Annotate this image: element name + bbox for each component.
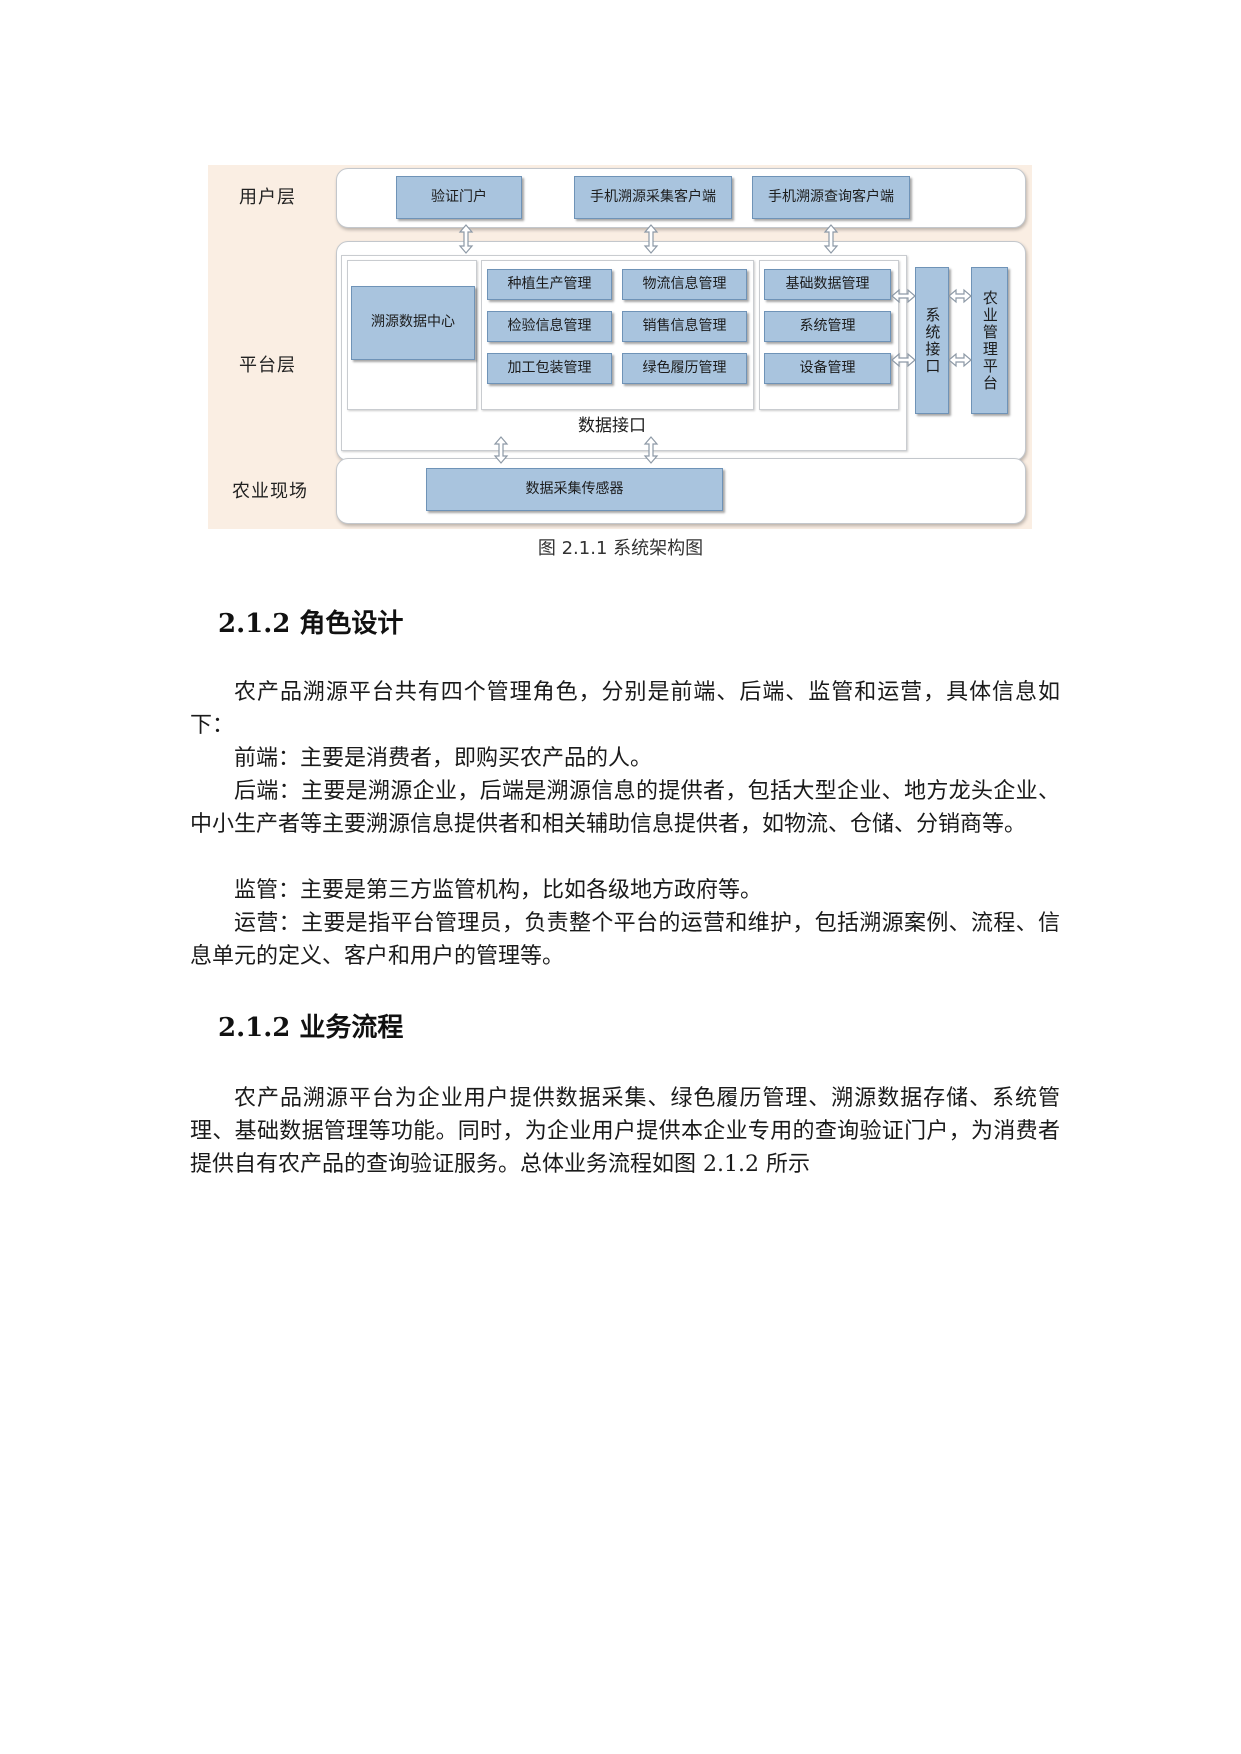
- paragraph: 农产品溯源平台为企业用户提供数据采集、绿色履历管理、溯源数据存储、系统管理、基础…: [190, 1086, 1060, 1177]
- paragraph: 运营：主要是指平台管理员，负责整个平台的运营和维护，包括溯源案例、流程、信息单元…: [190, 911, 1060, 969]
- connector-arrows: [458, 224, 972, 464]
- module-planting-production: 种植生产管理: [487, 269, 612, 300]
- architecture-diagram: 用户层 平台层 农业现场 验证门户 手机溯源采集客户端 手机溯源查询客户端 溯源…: [208, 165, 1032, 529]
- double-arrow-icon: [948, 288, 972, 304]
- double-arrow-icon: [493, 436, 509, 464]
- paragraph: 前端：主要是消费者，即购买农产品的人。: [234, 746, 653, 771]
- double-arrow-icon: [458, 224, 474, 254]
- paragraph: 监管：主要是第三方监管机构，比如各级地方政府等。: [234, 878, 763, 903]
- data-center-box: 溯源数据中心: [351, 286, 475, 360]
- user-box-verify-portal: 验证门户: [396, 176, 522, 219]
- module-base-data: 基础数据管理: [764, 269, 891, 300]
- double-arrow-icon: [891, 288, 916, 304]
- paragraph: 农产品溯源平台共有四个管理角色，分别是前端、后端、监管和运营，具体信息如下：: [190, 680, 1060, 738]
- double-arrow-icon: [643, 224, 659, 254]
- field-box-sensors: 数据采集传感器: [426, 468, 723, 511]
- module-logistics-info: 物流信息管理: [622, 269, 747, 300]
- section-heading-business-process: 2.1.2 业务流程: [218, 1013, 404, 1043]
- user-box-mobile-query-client: 手机溯源查询客户端: [752, 176, 910, 219]
- data-interface-label: 数据接口: [578, 416, 646, 436]
- paragraph: 后端：主要是溯源企业，后端是溯源信息的提供者，包括大型企业、地方龙头企业、中小生…: [190, 779, 1060, 837]
- module-inspection-info: 检验信息管理: [487, 311, 612, 342]
- module-green-record: 绿色履历管理: [622, 353, 747, 384]
- layer-label-platform: 平台层: [239, 355, 296, 376]
- module-sales-info: 销售信息管理: [622, 311, 747, 342]
- module-system-management: 系统管理: [764, 311, 891, 342]
- double-arrow-icon: [891, 352, 916, 368]
- module-device-management: 设备管理: [764, 353, 891, 384]
- layer-label-field: 农业现场: [232, 481, 308, 502]
- section-heading-role-design: 2.1.2 角色设计: [218, 609, 404, 639]
- figure-caption: 图 2.1.1 系统架构图: [537, 538, 704, 559]
- layer-label-user: 用户层: [239, 187, 296, 208]
- double-arrow-icon: [823, 224, 839, 254]
- user-box-mobile-collect-client: 手机溯源采集客户端: [574, 176, 732, 219]
- double-arrow-icon: [948, 352, 972, 368]
- double-arrow-icon: [643, 436, 659, 464]
- agri-platform-box: 农业管理平台: [971, 267, 1008, 414]
- system-interface-box: 系统接口: [915, 267, 949, 414]
- module-processing-packaging: 加工包装管理: [487, 353, 612, 384]
